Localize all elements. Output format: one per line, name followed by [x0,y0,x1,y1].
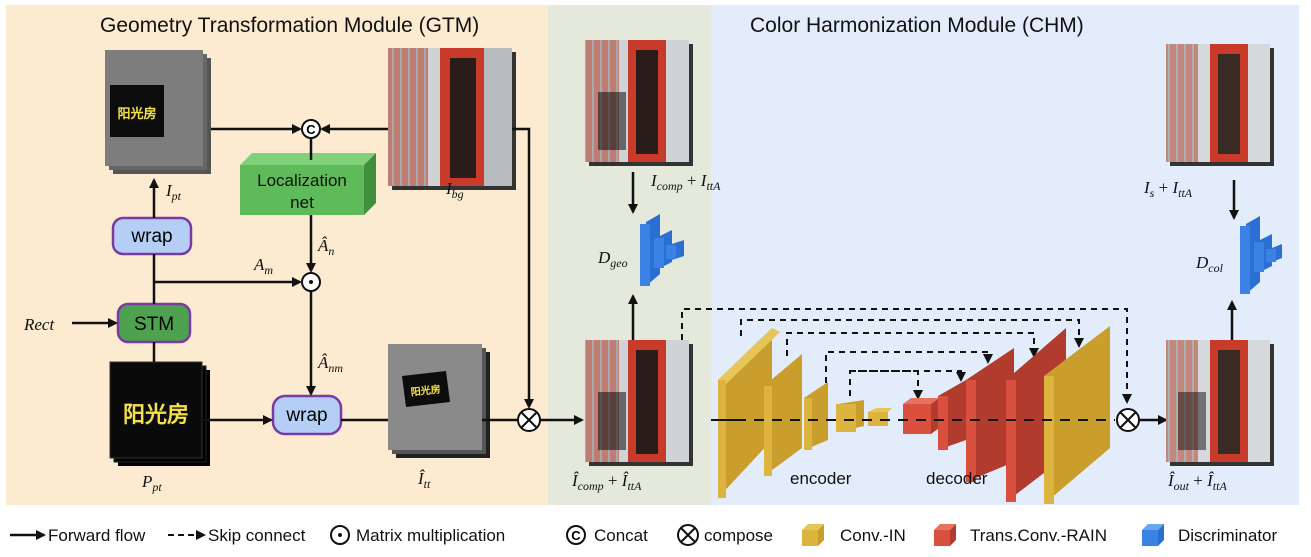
legend-otimes-icon [677,524,699,546]
legend: Forward flow Skip connect Matrix multipl… [10,524,1278,546]
stm-box: STM [116,302,192,344]
concat-symbol: C [301,119,321,139]
i-tt-image: 阳光房 [388,344,490,458]
matrix-multiplication-symbol [301,272,321,292]
p-pt-chinese-text: 阳光房 [123,402,189,427]
concat-c-glyph: C [306,122,316,137]
gtm-title: Geometry Transformation Module (GTM) [100,14,479,37]
i-pt-chinese-text: 阳光房 [117,106,156,121]
legend-label-6: Trans.Conv.-RAIN [970,526,1107,545]
i-bg-label: Ibg [445,179,464,201]
legend-label-4: compose [704,526,773,545]
wrap-top-label: wrap [130,226,172,247]
localization-net-label-2: net [290,193,314,212]
legend-discriminator-cube-icon [1142,524,1164,546]
wrap-bottom-box: wrap [271,394,343,436]
a-m-label: Am [253,255,273,277]
stm-label: STM [134,314,174,335]
skip-connections [681,308,1132,404]
legend-concat-glyph: C [571,528,581,543]
legend-conv-in-cube-icon [802,524,824,546]
i-tt-label: Îtt [417,469,431,491]
i-s-image [1166,44,1274,166]
decoder-label: decoder [926,469,988,488]
compose-symbol-gtm [517,408,541,432]
legend-label-1: Skip connect [208,526,306,545]
legend-label-5: Conv.-IN [840,526,906,545]
d-col-label: Dcol [1195,253,1224,275]
wrap-top-box: wrap [111,216,193,256]
compose-symbol-chm [1116,408,1140,432]
i-pt-label: Ipt [165,181,182,203]
wrap-bottom-label: wrap [285,405,327,426]
legend-odot-icon [330,525,350,545]
p-pt-image: 阳光房 [109,361,210,466]
gtm-arrows [72,124,584,425]
a-nm-label: Ânm [317,353,343,375]
comp-label-top: Icomp + IttA [650,171,721,193]
d-geo-discriminator [640,214,684,286]
comp-image-bottom [585,340,693,466]
d-col-discriminator [1240,216,1282,294]
encoder-conv-layers [718,328,892,498]
legend-trans-conv-cube-icon [934,524,956,546]
encoder-label: encoder [790,469,852,488]
p-pt-label: Ppt [141,472,162,494]
legend-label-7: Discriminator [1178,526,1278,545]
decoder-output-conv [1044,326,1110,504]
comp-image-top [585,40,693,166]
d-geo-label: Dgeo [597,248,628,270]
i-pt-image: 阳光房 [105,50,211,174]
legend-label-3: Concat [594,526,648,545]
i-tt-chinese-text: 阳光房 [410,382,441,398]
is-label: Is + IttA [1143,178,1193,200]
localization-net: Localization net [240,153,376,215]
rect-label: Rect [23,315,55,334]
localization-net-label-1: Localization [257,171,347,190]
out-label: Îout + ÎttA [1167,471,1227,493]
legend-label-0: Forward flow [48,526,146,545]
legend-concat-icon: C [566,525,586,545]
hat-comp-label: Îcomp + ÎttA [571,471,642,493]
i-bg-image [388,48,516,190]
legend-label-2: Matrix multiplication [356,526,505,545]
chm-title: Color Harmonization Module (CHM) [750,14,1084,37]
a-n-label: Ân [317,236,334,258]
output-image [1166,340,1274,466]
